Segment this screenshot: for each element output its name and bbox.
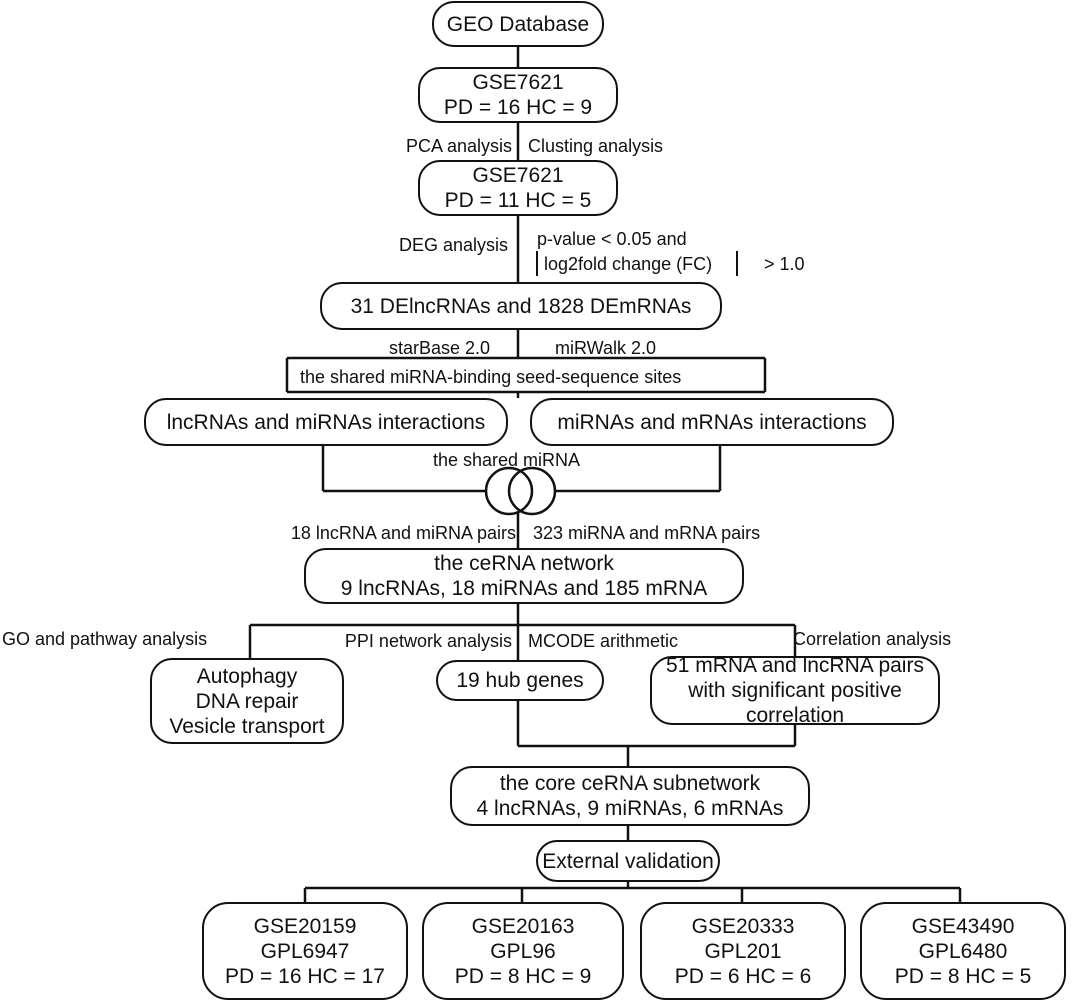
label-mcode: MCODE arithmetic: [528, 631, 679, 651]
hub-genes-box: 19 hub genes: [436, 660, 604, 701]
label-deg-analysis: DEG analysis: [398, 235, 508, 255]
label-log2fold-change: log2fold change (FC): [544, 254, 713, 274]
dataset-platform: GPL201: [704, 939, 782, 963]
label-clustering-analysis: Clusting analysis: [528, 136, 664, 156]
gse7621-filtered-id: GSE7621: [472, 164, 564, 187]
validation-dataset-box: GSE20159 GPL6947 PD = 16 HC = 17: [202, 902, 408, 1000]
dataset-id: GSE20333: [691, 914, 795, 938]
label-go-pathway: GO and pathway analysis: [2, 629, 208, 649]
dataset-id: GSE43490: [911, 914, 1015, 938]
gse7621-filtered-box: GSE7621 PD = 11 HC = 5: [418, 160, 618, 216]
label-fc-threshold: > 1.0: [764, 254, 805, 274]
gse7621-original-samples: PD = 16 HC = 9: [443, 96, 593, 119]
lncrna-mirna-interactions-box: lncRNAs and miRNAs interactions: [144, 398, 508, 446]
core-cerna-counts: 4 lncRNAs, 9 miRNAs, 6 mRNAs: [476, 797, 784, 820]
validation-dataset-box: GSE20163 GPL96 PD = 8 HC = 9: [422, 902, 624, 1000]
dataset-id: GSE20159: [253, 914, 357, 938]
mirna-mrna-interactions-text: miRNAs and mRNAs interactions: [557, 410, 867, 434]
core-cerna-title: the core ceRNA subnetwork: [499, 772, 761, 795]
geo-database-text: GEO Database: [446, 12, 590, 36]
label-starbase: starBase 2.0: [388, 338, 490, 358]
dataset-platform: GPL96: [490, 939, 556, 963]
correlation-result-line1: 51 mRNA and lncRNA pairs: [666, 654, 924, 677]
dataset-samples: PD = 8 HC = 9: [454, 964, 592, 988]
go-pathway-result-box: Autophagy DNA repair Vesicle transport: [150, 658, 344, 744]
dataset-samples: PD = 6 HC = 6: [674, 964, 812, 988]
cerna-network-box: the ceRNA network 9 lncRNAs, 18 miRNAs a…: [304, 548, 744, 604]
label-mirna-mrna-pairs: 323 miRNA and mRNA pairs: [533, 523, 761, 543]
dataset-samples: PD = 8 HC = 5: [894, 964, 1032, 988]
validation-dataset-box: GSE20333 GPL201 PD = 6 HC = 6: [640, 902, 846, 1000]
label-lncrna-mirna-pairs: 18 lncRNA and miRNA pairs: [290, 523, 516, 543]
go-term-dna-repair: DNA repair: [195, 689, 299, 713]
dataset-samples: PD = 16 HC = 17: [225, 964, 385, 988]
label-pca-analysis: PCA analysis: [405, 136, 512, 156]
cerna-network-title: the ceRNA network: [434, 552, 614, 575]
correlation-result-line2: with significant positive correlation: [688, 679, 902, 727]
validation-dataset-box: GSE43490 GPL6480 PD = 8 HC = 5: [860, 902, 1066, 1000]
venn-circle-mrna: [507, 466, 557, 516]
cerna-network-counts: 9 lncRNAs, 18 miRNAs and 185 mRNA: [340, 577, 708, 600]
gse7621-original-box: GSE7621 PD = 16 HC = 9: [418, 67, 618, 123]
label-pvalue-threshold: p-value < 0.05 and: [537, 229, 687, 249]
label-ppi-network: PPI network analysis: [344, 631, 512, 651]
correlation-result-box: 51 mRNA and lncRNA pairs with significan…: [650, 654, 940, 727]
label-correlation-analysis: Correlation analysis: [793, 629, 952, 649]
hub-genes-text: 19 hub genes: [456, 669, 584, 692]
label-shared-seed-sites: the shared miRNA-binding seed-sequence s…: [300, 367, 682, 387]
gse7621-original-id: GSE7621: [472, 71, 564, 94]
dataset-platform: GPL6480: [918, 939, 1008, 963]
de-rnas-text: 31 DElncRNAs and 1828 DEmRNAs: [350, 294, 692, 318]
dataset-platform: GPL6947: [260, 939, 350, 963]
de-rnas-box: 31 DElncRNAs and 1828 DEmRNAs: [320, 282, 722, 330]
mirna-mrna-interactions-box: miRNAs and mRNAs interactions: [530, 398, 894, 446]
lncrna-mirna-interactions-text: lncRNAs and miRNAs interactions: [166, 410, 486, 434]
label-mirwalk: miRWalk 2.0: [555, 338, 657, 358]
dataset-id: GSE20163: [471, 914, 575, 938]
external-validation-text: External validation: [542, 849, 714, 873]
go-term-autophagy: Autophagy: [196, 664, 298, 688]
label-shared-mirna: the shared miRNA: [433, 450, 581, 470]
core-cerna-subnetwork-box: the core ceRNA subnetwork 4 lncRNAs, 9 m…: [450, 766, 810, 826]
go-term-vesicle-transport: Vesicle transport: [169, 714, 325, 738]
geo-database-box: GEO Database: [432, 1, 604, 47]
gse7621-filtered-samples: PD = 11 HC = 5: [444, 189, 592, 212]
venn-circle-lncrna: [484, 466, 534, 516]
external-validation-box: External validation: [536, 840, 720, 882]
